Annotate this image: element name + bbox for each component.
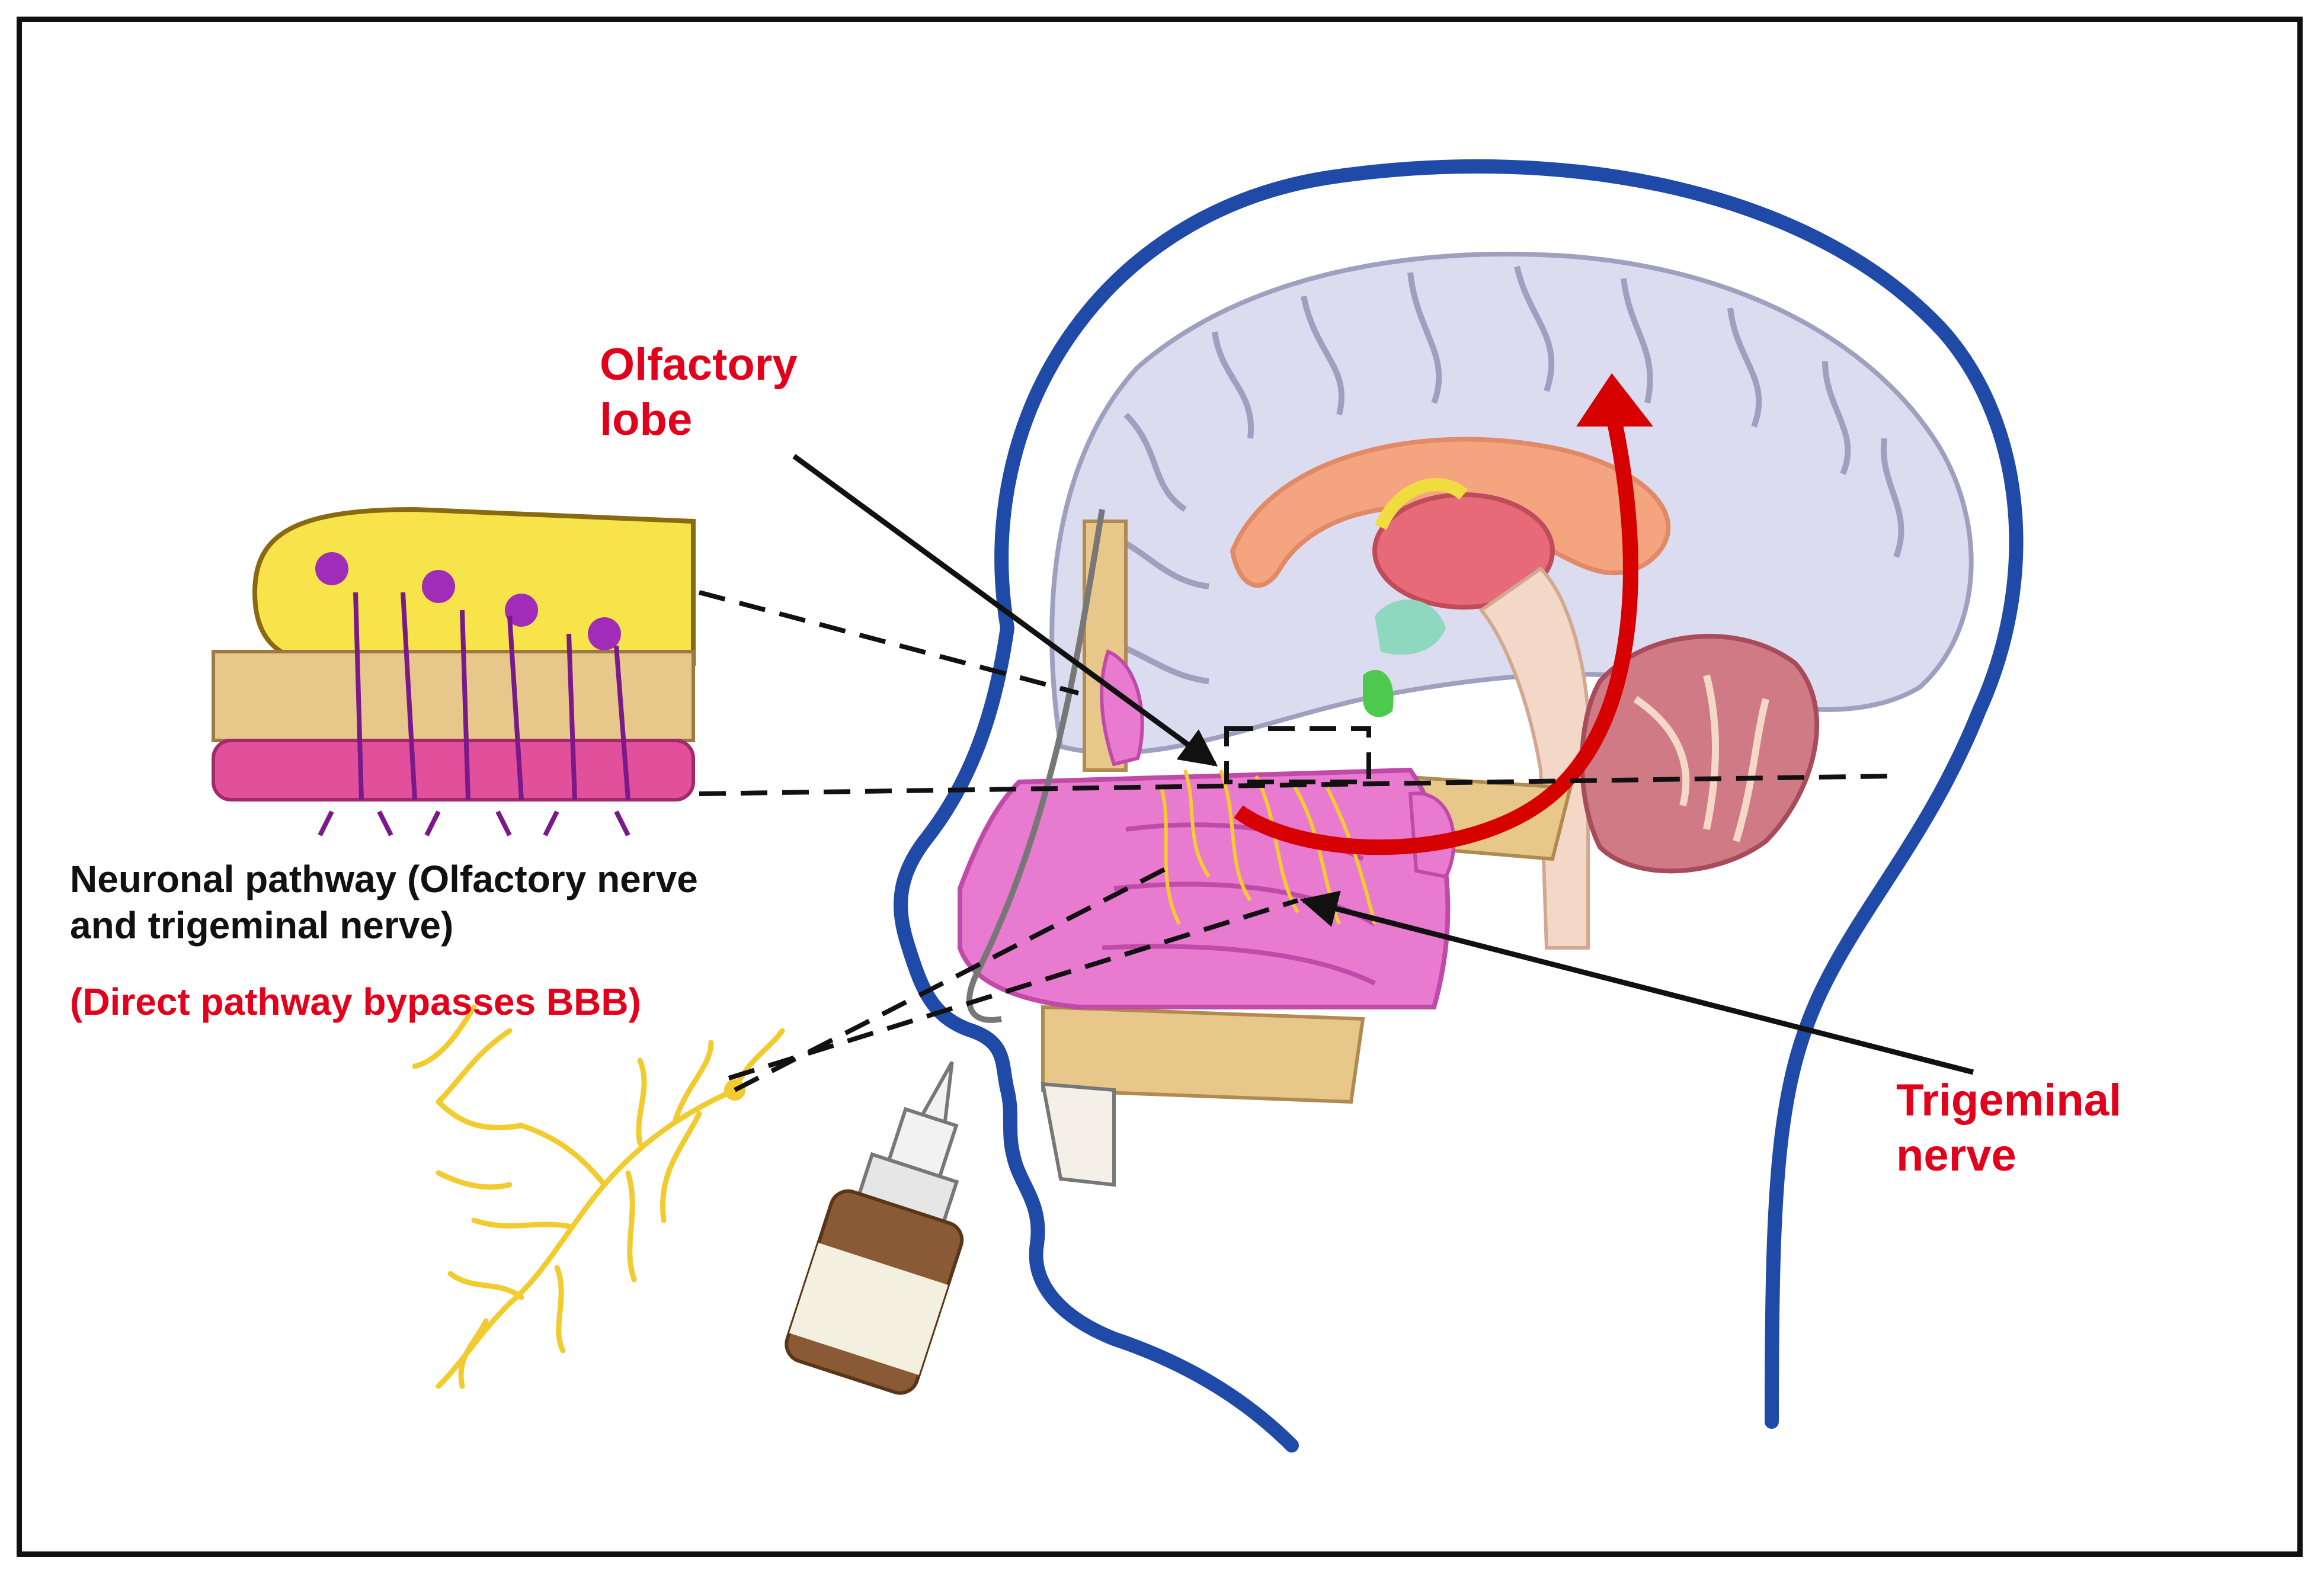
trigeminal-label-line1: Trigeminal	[1896, 1075, 2122, 1126]
olfactory-lobe-label-line2: lobe	[600, 394, 693, 445]
trigeminal-nerve-label: Trigeminal nerve	[1896, 1073, 2121, 1183]
direct-pathway-label: (Direct pathway bypasses BBB)	[70, 980, 641, 1023]
nasal-spray-icon	[785, 1061, 964, 1395]
brain-icon	[1049, 251, 1974, 950]
tooth	[1041, 1082, 1116, 1187]
arrowhead-icon	[1576, 373, 1653, 427]
olfactory-lobe-label-line1: Olfactory	[600, 339, 798, 390]
trigeminal-pointer	[1299, 890, 1974, 1075]
trigeminal-label-line2: nerve	[1896, 1130, 2016, 1181]
olfactory-nerve-fibers	[1160, 769, 1377, 925]
brain-delivery-arrow	[1234, 407, 1638, 855]
zoom-guide-lines	[698, 590, 1897, 1092]
olfactory-epithelium-icon	[212, 506, 696, 836]
neuron-icon	[412, 1004, 785, 1389]
neuronal-pathway-label: Neuronal pathway (Olfactory nerve and tr…	[70, 856, 698, 948]
olfactory-lobe-label: Olfactory lobe	[600, 338, 798, 447]
olfactory-lobe-pointer	[792, 454, 1218, 767]
palate-bone	[1041, 1005, 1365, 1104]
pathway-label-line2: and trigeminal nerve)	[70, 904, 454, 947]
pathway-label-line1: Neuronal pathway (Olfactory nerve	[70, 858, 698, 900]
nasal-bridge	[966, 509, 1105, 1023]
cerebellum-icon	[1580, 634, 1820, 874]
head-outline	[894, 159, 2024, 1453]
